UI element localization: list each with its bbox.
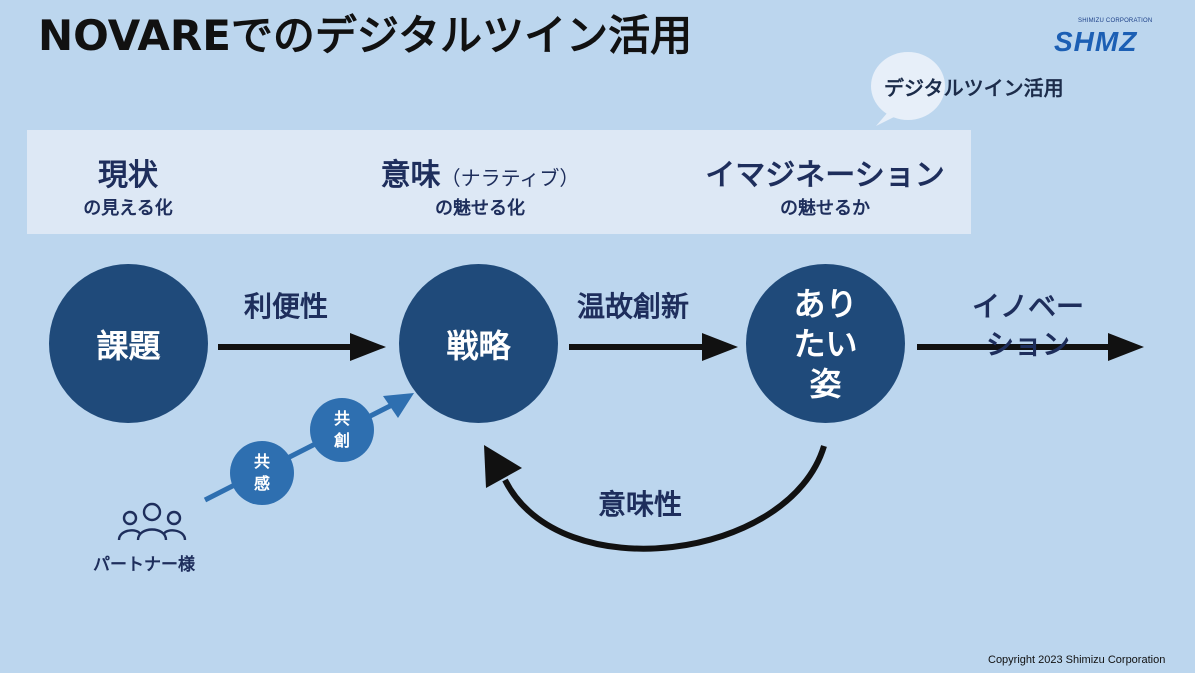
label-convenience: 利便性 — [244, 290, 329, 323]
circle-empathy-line2: 感 — [253, 474, 270, 493]
circle-empathy: 共 感 — [230, 441, 294, 505]
circle-cocreation-line2: 創 — [333, 431, 350, 450]
people-group-icon — [117, 502, 187, 541]
band-imagination: イマジネーション の魅せるか — [680, 150, 970, 220]
label-meaningfulness: 意味性 — [598, 488, 683, 521]
arrow-issue-to-strategy — [218, 333, 386, 361]
band-meaning-paren: （ナラティブ） — [440, 166, 580, 190]
band-meaning: 意味（ナラティブ） の魅せる化 — [340, 150, 620, 220]
page-title: NOVAREでのデジタルツイン活用 — [38, 11, 693, 60]
label-innovation: イノベー ション — [948, 288, 1108, 364]
bubble-label: デジタルツイン活用 — [884, 76, 1064, 100]
arrow-to-innovation — [917, 333, 1144, 361]
circle-strategy: 戦略 — [399, 264, 558, 423]
band-current-head: 現状 — [98, 158, 158, 193]
logo-wordmark: SHMZ — [1054, 26, 1138, 57]
arrow-feedback-curve — [484, 445, 827, 552]
circle-ideal-line1: あり — [793, 284, 858, 323]
circle-cocreation-line1: 共 — [333, 409, 350, 428]
circle-cocreation: 共 創 — [310, 398, 374, 462]
band-imagination-sub: の魅せるか — [780, 198, 870, 219]
arrow-strategy-to-ideal — [569, 333, 738, 361]
band-current-sub: の見える化 — [83, 198, 173, 219]
band-current: 現状 の見える化 — [48, 150, 208, 220]
circle-ideal: あり たい 姿 — [746, 264, 905, 423]
circle-ideal-line2: たい — [793, 324, 858, 363]
label-innovation-line2: ション — [985, 328, 1070, 361]
circle-ideal-line3: 姿 — [809, 364, 842, 403]
partner-label: パートナー様 — [93, 555, 195, 575]
circle-issue: 課題 — [49, 264, 208, 423]
band-meaning-head-row: 意味（ナラティブ） — [340, 150, 620, 194]
band-imagination-head: イマジネーション — [705, 158, 945, 193]
label-innovation-line1: イノベー — [971, 290, 1084, 323]
concept-band — [27, 130, 971, 234]
label-onkochishin: 温故創新 — [577, 290, 690, 323]
band-meaning-sub: の魅せる化 — [435, 198, 525, 219]
logo-subtext: SHIMIZU CORPORATION — [1078, 18, 1153, 24]
circle-empathy-line1: 共 — [253, 452, 270, 471]
band-meaning-head: 意味 — [380, 158, 441, 193]
shimizu-logo: SHIMIZU CORPORATION SHMZ — [1052, 18, 1170, 58]
copyright: Copyright 2023 Shimizu Corporation — [988, 654, 1166, 666]
